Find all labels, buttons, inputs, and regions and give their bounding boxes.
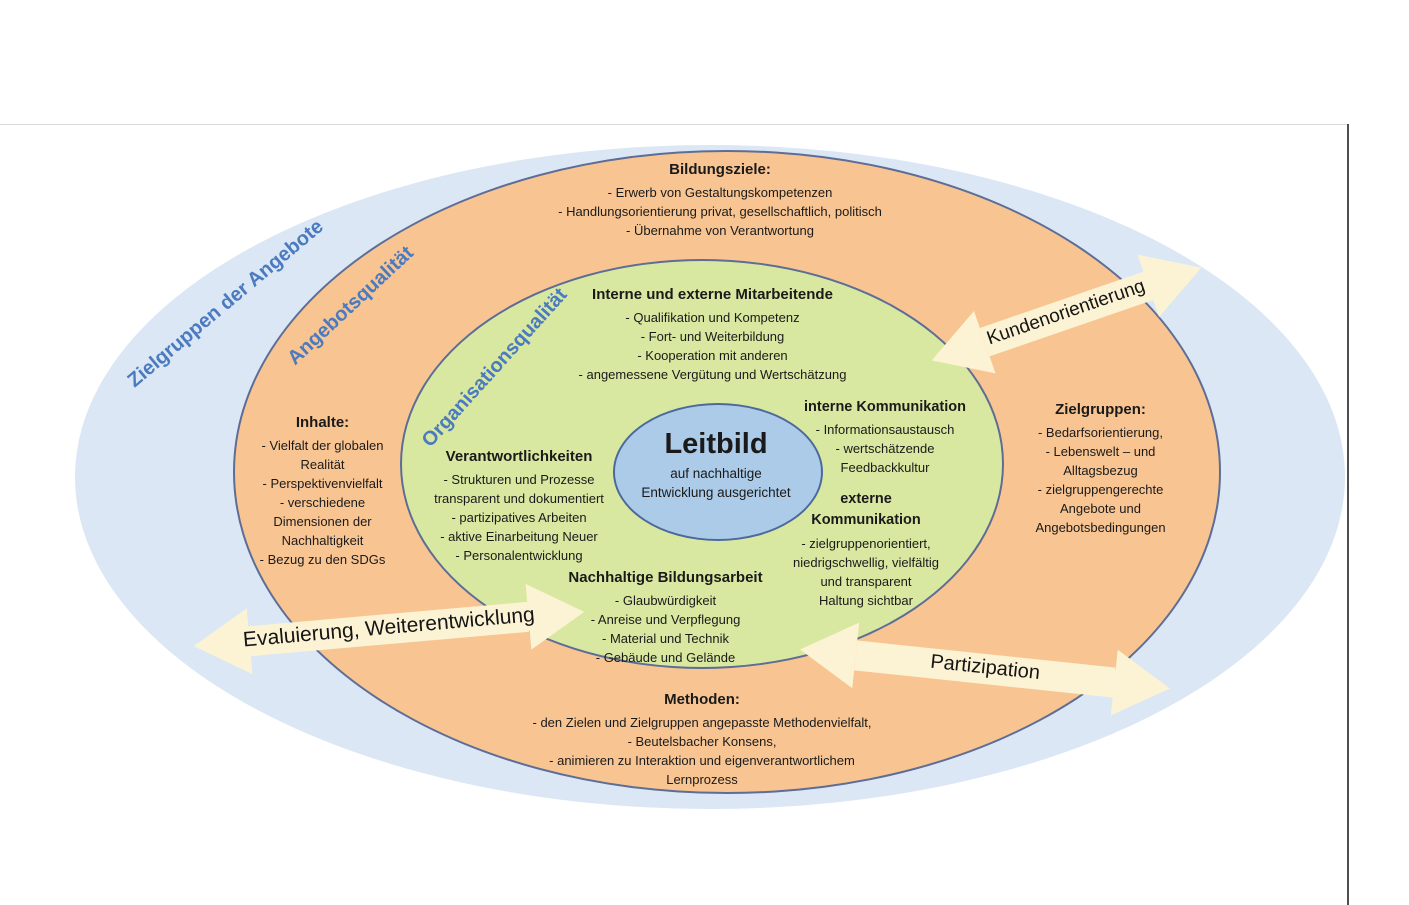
block-verantwortlichkeiten: Verantwortlichkeiten - Strukturen und Pr… (408, 447, 630, 565)
text-line: Realität (300, 457, 345, 472)
text-line: - animieren zu Interaktion und eigenvera… (549, 753, 855, 768)
text-line: - Strukturen und Prozesse (443, 472, 595, 487)
text-line: - Gebäude und Gelände (595, 650, 736, 665)
text-line: - Handlungsorientierung privat, gesellsc… (558, 204, 882, 219)
text-line: - Bedarfsorientierung, (1037, 425, 1163, 440)
text-line: Alltagsbezug (1063, 463, 1138, 478)
text-line: - Beutelsbacher Konsens, (627, 734, 777, 749)
block-lines: - Strukturen und Prozesse transparent und… (408, 470, 630, 565)
block-title: Zielgruppen: (1055, 401, 1146, 418)
text-line: Feedbackkultur (840, 460, 930, 475)
block-lines: - Bedarfsorientierung, - Lebenswelt – und… (998, 423, 1203, 537)
block-interne-und-externe-mitarbeitende: Interne und externe Mitarbeitende - Qual… (535, 285, 890, 384)
text-line: - verschiedene (279, 495, 366, 510)
block-interne-kommunikation: interne Kommunikation - Informationsaust… (790, 397, 980, 477)
text-line: - Perspektivenvielfalt (262, 476, 383, 491)
block-title: interne Kommunikation (804, 399, 966, 415)
block-lines: - den Zielen und Zielgruppen angepasste … (462, 713, 942, 789)
text-line: - Übernahme von Verantwortung (626, 223, 814, 238)
leitbild-title: Leitbild (664, 428, 768, 460)
block-title: externe Kommunikation (811, 491, 921, 528)
block-methoden: Methoden: - den Zielen und Zielgruppen a… (462, 690, 942, 789)
text-line: Haltung sichtbar (819, 593, 913, 608)
block-zielgruppen: Zielgruppen: - Bedarfsorientierung, - Leb… (998, 400, 1203, 537)
text-line: - Qualifikation und Kompetenz (625, 310, 800, 325)
block-lines: - Qualifikation und Kompetenz - Fort- und… (535, 308, 890, 384)
text-line: Dimensionen der (273, 514, 372, 529)
block-title: Verantwortlichkeiten (445, 448, 593, 465)
block-title: Methoden: (664, 691, 740, 708)
text-line: - Informationsaustausch (815, 422, 955, 437)
block-title: Bildungsziele: (669, 161, 771, 178)
text-line: - Vielfalt der globalen (261, 438, 384, 453)
text-line: und transparent (820, 574, 912, 589)
text-line: - Lebenswelt – und (1045, 444, 1156, 459)
text-line: - aktive Einarbeitung Neuer (440, 529, 598, 544)
text-line: Nachhaltigkeit (281, 533, 364, 548)
text-line: - Glaubwürdigkeit (614, 593, 717, 608)
block-lines: - zielgruppenorientiert, niedrigschwellig… (766, 534, 966, 610)
arrow-head-right-icon (1110, 649, 1174, 722)
block-title: Inhalte: (295, 414, 350, 431)
text-line: - Fort- und Weiterbildung (640, 329, 785, 344)
text-line: - Personalentwicklung (455, 548, 583, 563)
block-title: Nachhaltige Bildungsarbeit (568, 569, 763, 586)
block-externe-kommunikation: externe Kommunikation - zielgruppenorien… (766, 489, 966, 610)
text-line: niedrigschwellig, vielfältig (793, 555, 939, 570)
text-line: - Bezug zu den SDGs (259, 552, 386, 567)
text-line: - zielgruppengerechte (1037, 482, 1164, 497)
block-lines: - Erwerb von Gestaltungskompetenzen - Han… (505, 183, 935, 240)
text-line: - partizipatives Arbeiten (451, 510, 587, 525)
text-line: - angemessene Vergütung und Wertschätzun… (578, 367, 847, 382)
leitbild-ellipse (613, 403, 823, 541)
text-line: transparent und dokumentiert (434, 491, 604, 506)
text-line: - zielgruppenorientiert, (801, 536, 931, 551)
text-line: - wertschätzende (835, 441, 935, 456)
text-line: - Material und Technik (602, 631, 729, 646)
text-line: Entwicklung ausgerichtet (641, 485, 791, 500)
text-line: - den Zielen und Zielgruppen angepasste … (532, 715, 872, 730)
block-lines: - Glaubwürdigkeit - Anreise und Verpflegu… (548, 591, 783, 667)
page-right-border (1347, 124, 1349, 905)
text-line: - Kooperation mit anderen (637, 348, 788, 363)
page-top-border (0, 124, 1348, 125)
block-title: Interne und externe Mitarbeitende (592, 286, 833, 303)
text-line: auf nachhaltige (670, 466, 762, 481)
arrow-head-left-icon (796, 616, 860, 689)
text-line: Lernprozess (666, 772, 738, 787)
text-line: Angebote und (1060, 501, 1141, 516)
text-line: - Erwerb von Gestaltungskompetenzen (607, 185, 833, 200)
block-bildungsziele: Bildungsziele: - Erwerb von Gestaltungsk… (505, 160, 935, 240)
text-line: - Anreise und Verpflegung (590, 612, 741, 627)
arrow-label-evaluierung: Evaluierung, Weiterentwicklung (242, 603, 536, 652)
text-line: Angebotsbedingungen (1035, 520, 1166, 535)
block-nachhaltige-bildungsarbeit: Nachhaltige Bildungsarbeit - Glaubwürdig… (548, 568, 783, 667)
